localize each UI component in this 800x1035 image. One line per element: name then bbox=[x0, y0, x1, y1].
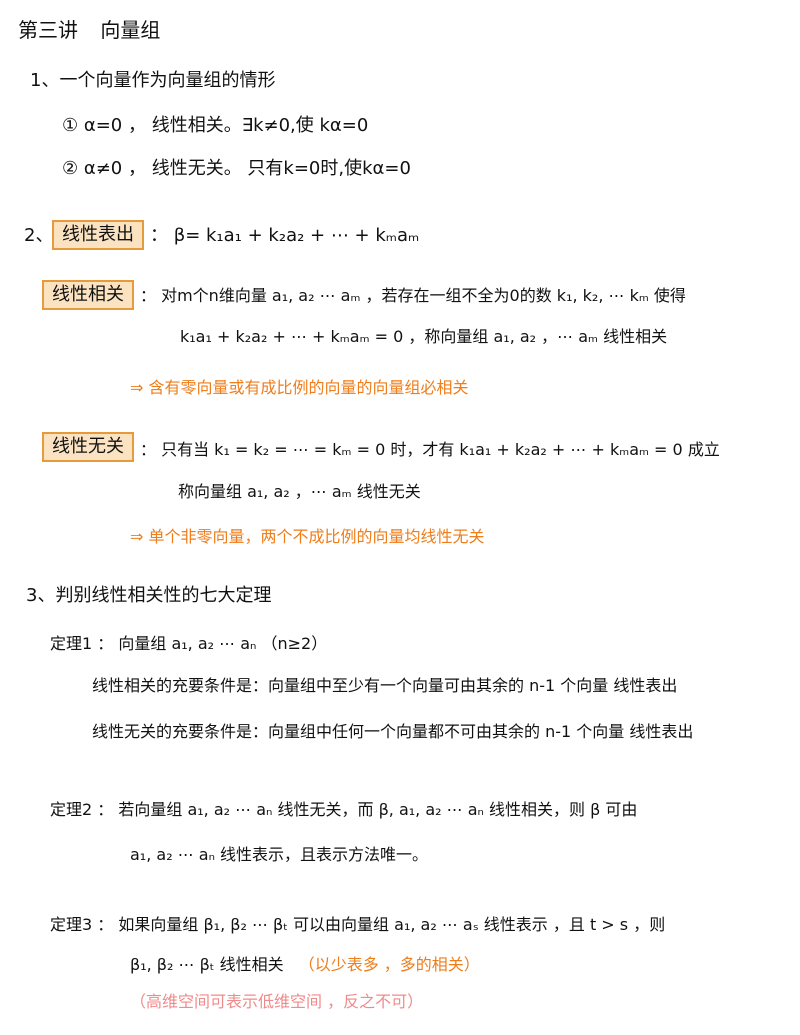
linear-independence-conclusion: 称向量组 a₁, a₂ ，⋯ aₘ 线性无关 bbox=[178, 482, 421, 501]
theorem3-dependence: β₁, β₂ ⋯ βₜ 线性相关 bbox=[130, 955, 284, 974]
section1-item1: ① α=0 ， 线性相关。∃k≠0,使 kα=0 bbox=[62, 115, 369, 136]
lecture-number: 第三讲 bbox=[18, 18, 78, 42]
section2-number: 2、 bbox=[24, 225, 54, 246]
theorem3-conclusion: β₁, β₂ ⋯ βₜ 线性相关 （以少表多 ，多的相关） bbox=[130, 955, 480, 974]
section3-heading: 3、判别线性相关性的七大定理 bbox=[26, 585, 272, 606]
section1-heading: 1、一个向量作为向量组的情形 bbox=[30, 70, 276, 91]
theorem3-remark: （高维空间可表示低维空间 ，反之不可） bbox=[130, 992, 424, 1011]
linear-independence-label: 线性无关 bbox=[42, 432, 134, 462]
theorem3-statement: 定理3 ： 如果向量组 β₁, β₂ ⋯ βₜ 可以由向量组 a₁, a₂ ⋯ … bbox=[50, 915, 666, 934]
linear-dependence-note: ⇒ 含有零向量或有成比例的向量的向量组必相关 bbox=[130, 378, 469, 397]
theorem2-statement: 定理2 ： 若向量组 a₁, a₂ ⋯ aₙ 线性无关，而 β, a₁, a₂ … bbox=[50, 800, 638, 819]
linear-independence-definition: ： 只有当 k₁ = k₂ = ⋯ = kₘ = 0 时，才有 k₁a₁ + k… bbox=[140, 440, 720, 459]
lecture-topic: 向量组 bbox=[100, 18, 161, 42]
linear-dependence-equation: k₁a₁ + k₂a₂ + ⋯ + kₘaₘ = 0 ，称向量组 a₁, a₂ … bbox=[180, 327, 668, 346]
page-title: 第三讲 向量组 bbox=[18, 18, 160, 42]
theorem2-conclusion: a₁, a₂ ⋯ aₙ 线性表示，且表示方法唯一。 bbox=[130, 845, 429, 864]
linear-independence-note: ⇒ 单个非零向量，两个不成比例的向量均线性无关 bbox=[130, 527, 485, 546]
section1-item2: ② α≠0 ， 线性无关。 只有k=0时,使kα=0 bbox=[62, 158, 411, 179]
linear-representation-label: 线性表出 bbox=[52, 220, 144, 250]
linear-dependence-definition: ： 对m个n维向量 a₁, a₂ ⋯ aₘ ，若存在一组不全为0的数 k₁, k… bbox=[140, 286, 686, 305]
linear-representation-formula: ： β= k₁a₁ + k₂a₂ + ⋯ + kₘaₘ bbox=[150, 225, 420, 246]
theorem1-title: 定理1 ： 向量组 a₁, a₂ ⋯ aₙ （n≥2） bbox=[50, 634, 328, 653]
theorem3-mnemonic: （以少表多 ，多的相关） bbox=[298, 955, 480, 974]
theorem1-independence: 线性无关的充要条件是：向量组中任何一个向量都不可由其余的 n-1 个向量 线性表… bbox=[92, 722, 694, 741]
linear-dependence-label: 线性相关 bbox=[42, 280, 134, 310]
theorem1-dependence: 线性相关的充要条件是：向量组中至少有一个向量可由其余的 n-1 个向量 线性表出 bbox=[92, 676, 678, 695]
